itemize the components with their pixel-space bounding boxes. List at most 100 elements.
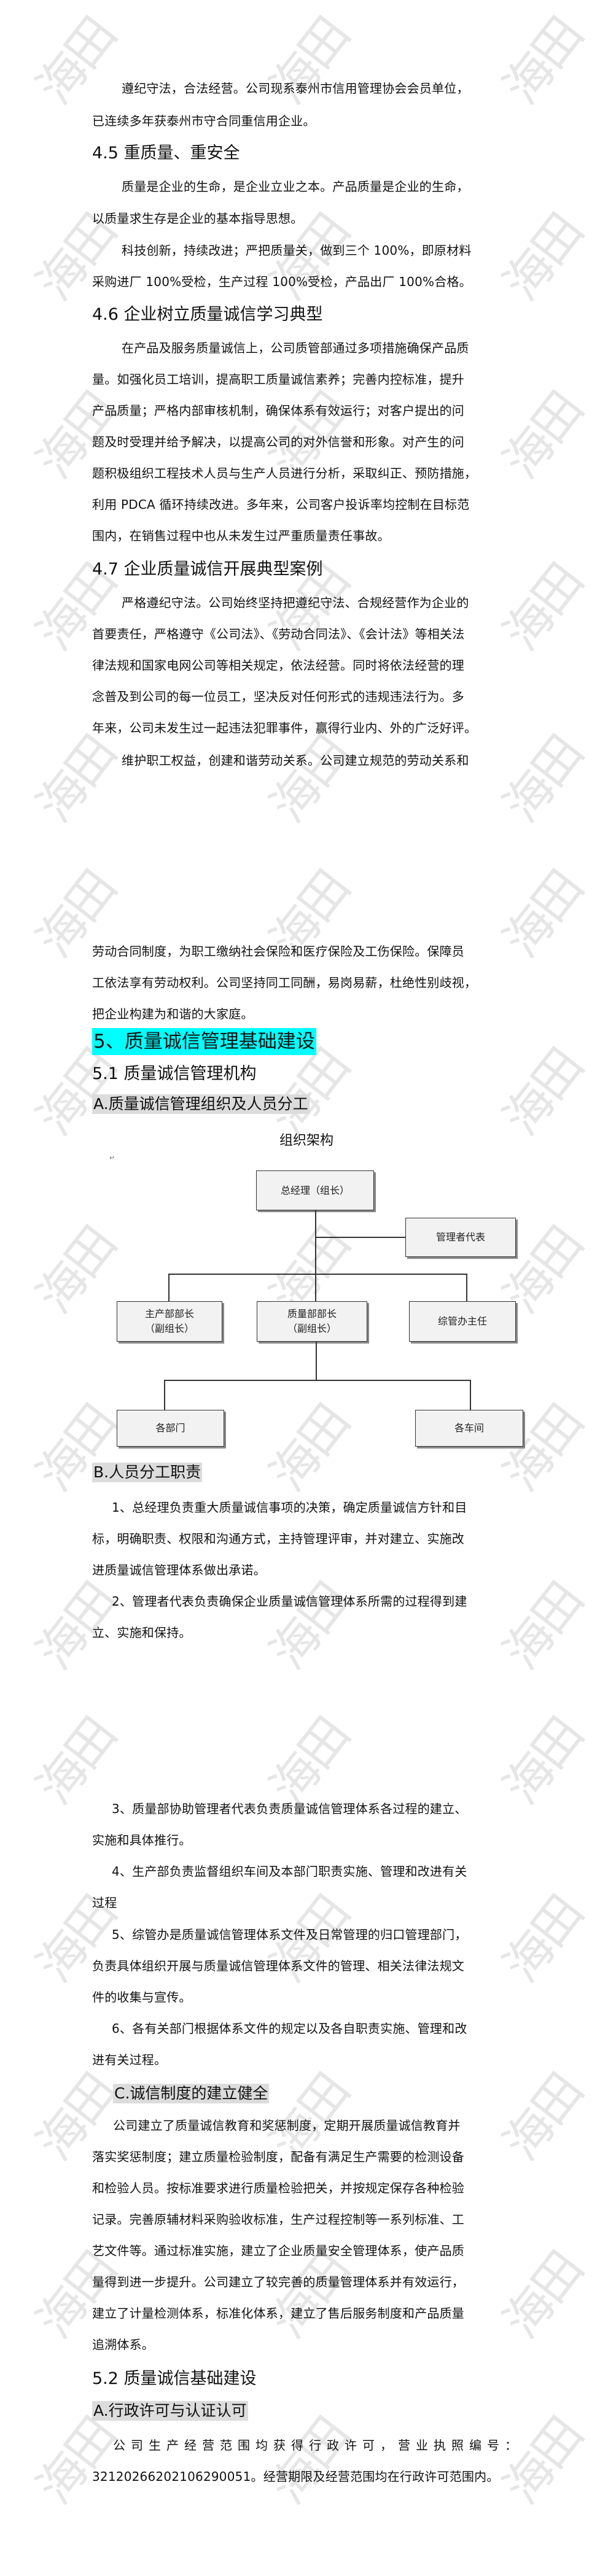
watermark-text: 海田 xyxy=(260,1396,360,1502)
duty-line: 1、总经理负责重大质量诚信事项的决策，确定质量诚信方针和目 xyxy=(112,1500,467,1515)
node-label: 总经理（组长） xyxy=(280,1184,349,1196)
duty-line: 3、质量部协助管理者代表负责质量诚信管理体系各过程的建立、 xyxy=(112,1801,467,1816)
org-node-general-manager: 总经理（组长） xyxy=(256,1170,374,1210)
duty-line: 标，明确职责、权限和沟通方式，主持管理评审，并对建立、实施改 xyxy=(92,1531,464,1546)
paragraph-mark-icon: ↵ xyxy=(109,1154,115,1162)
heading-5-1-b: B.人员分工职责 xyxy=(92,1463,203,1482)
org-node-admin-director: 综管办主任 xyxy=(409,1301,516,1342)
org-connector xyxy=(470,1380,471,1410)
paragraph-line: 题积极组织工程技术人员与生产人员进行分析，采取纠正、预防措施， xyxy=(92,466,477,481)
paragraph-line: 劳动合同制度，为职工缴纳社会保险和医疗保险及工伤保险。保障员 xyxy=(92,944,464,959)
watermark-text: 海田 xyxy=(260,2408,360,2515)
watermark-text: 海田 xyxy=(26,1396,127,1502)
heading-5-1-c: C.诚信制度的建立健全 xyxy=(113,2084,270,2103)
org-connector xyxy=(315,1210,316,1318)
paragraph-line: 念普及到公司的每一位员工，坚决反对任何形式的违规违法行为。多 xyxy=(92,689,464,704)
watermark-text: 海田 xyxy=(493,727,593,833)
watermark-text: 海田 xyxy=(26,1574,127,1680)
paragraph-line: 年来，公司未发生过一起违法犯罪事件，赢得行业内、外的广泛好评。 xyxy=(92,721,477,735)
duty-line: 过程 xyxy=(92,1895,117,1910)
heading-5-2: 5.2 质量诚信基础建设 xyxy=(92,2369,257,2388)
watermark-text: 海田 xyxy=(260,9,360,115)
node-label: 各车间 xyxy=(454,1422,484,1434)
org-connector xyxy=(164,1380,470,1381)
watermark-text: 海田 xyxy=(493,1574,593,1680)
node-label: 综管办主任 xyxy=(437,1315,487,1327)
paragraph-line: 工依法享有劳动权利。公司坚持同工同酬，易岗易薪，杜绝性别歧视， xyxy=(92,975,477,990)
org-connector xyxy=(168,1274,467,1275)
paragraph-line: 和检验人员。按标准要求进行质量检验把关，并按规定保存各种检验 xyxy=(92,2181,464,2195)
heading-4-7: 4.7 企业质量诚信开展典型案例 xyxy=(92,560,323,579)
org-node-departments: 各部门 xyxy=(117,1410,224,1447)
paragraph-line: 律法规和国家电网公司等相关规定，依法经营。同时将依法经营的理 xyxy=(92,658,464,673)
watermark-text: 海田 xyxy=(260,727,360,833)
org-connector xyxy=(164,1380,165,1410)
watermark-text: 海田 xyxy=(26,9,127,115)
paragraph-line: 题及时受理并给予解决，以提高公司的对外信誉和形象。对产生的问 xyxy=(92,435,464,449)
watermark-text: 海田 xyxy=(26,1218,127,1324)
paragraph-line: 维护职工权益，创建和谐劳动关系。公司建立规范的劳动关系和 xyxy=(122,753,469,768)
org-connector xyxy=(168,1274,170,1302)
watermark-text: 海田 xyxy=(26,727,127,833)
org-connector xyxy=(316,1342,317,1380)
duty-line: 件的收集与宣传。 xyxy=(92,1990,192,2005)
heading-5-1-a: A.质量诚信管理组织及人员分工 xyxy=(92,1094,310,1114)
heading-5-2-a: A.行政许可与认证认可 xyxy=(92,2401,248,2421)
watermark-text: 海田 xyxy=(493,9,593,115)
node-label: 管理者代表 xyxy=(435,1231,485,1243)
paragraph-line: 把企业构建为和谐的大家庭。 xyxy=(92,1007,254,1021)
paragraph-line: 在产品及服务质量诚信上，公司质管部通过多项措施确保产品质 xyxy=(122,341,469,355)
heading-5-1: 5.1 质量诚信管理机构 xyxy=(92,1064,257,1083)
duty-line: 4、生产部负责监督组织车间及本部门职责实施、管理和改进有关 xyxy=(112,1864,467,1879)
org-node-production-head: 主产部部长 （副组长） xyxy=(117,1301,222,1342)
paragraph-line: 艺文件等。通过标准实施，建立了企业质量安全管理体系，使产品质 xyxy=(92,2243,464,2258)
org-node-workshops: 各车间 xyxy=(415,1410,523,1447)
paragraph-line: 采购进厂 100%受检，生产过程 100%受检，产品出厂 100%合格。 xyxy=(92,274,472,289)
paragraph-line: 记录。完善原辅材料采购验收标准，生产过程控制等一系列标准、工 xyxy=(92,2212,464,2227)
paragraph-line: 公司生产经营范围均获得行政许可，营业执照编号： xyxy=(113,2438,523,2453)
org-node-management-rep: 管理者代表 xyxy=(405,1218,516,1257)
duty-line: 2、管理者代表负责确保企业质量诚信管理体系所需的过程得到建 xyxy=(112,1594,467,1609)
duty-line: 实施和具体推行。 xyxy=(92,1833,192,1847)
node-label: 主产部部长 xyxy=(144,1308,194,1320)
node-label: （副组长） xyxy=(287,1323,337,1334)
heading-4-5: 4.5 重质量、重安全 xyxy=(92,144,240,163)
paragraph-line: 利用 PDCA 循环持续改进。多年来，公司客户投诉率均控制在目标范 xyxy=(92,497,470,512)
duty-line: 6、各有关部门根据体系文件的规定以及各自职责实施、管理和改 xyxy=(112,2021,467,2036)
paragraph-line: 落实奖惩制度；建立质量检验制度，配备有满足生产需要的检测设备 xyxy=(92,2149,464,2164)
org-connector xyxy=(466,1274,467,1302)
node-label: 各部门 xyxy=(155,1422,185,1434)
paragraph-line: 量。如强化员工培训，提高职工质量诚信素养；完善内控标准，提升 xyxy=(92,372,464,387)
watermark-text: 海田 xyxy=(493,2408,593,2515)
duty-line: 进有关过程。 xyxy=(92,2052,167,2067)
paragraph-line: 建立了计量检测体系，标准化体系，建立了售后服务制度和产品质量 xyxy=(92,2306,464,2321)
paragraph-line: 产品质量；严格内部审核机制，确保体系有效运行；对客户提出的问 xyxy=(92,403,464,418)
watermark-text: 海田 xyxy=(260,1574,360,1680)
paragraph-line: 科技创新，持续改进；严把质量关，做到三个 100%，即原材料 xyxy=(122,243,472,258)
paragraph-line: 首要责任，严格遵守《公司法》、《劳动合同法》、《会计法》等相关法 xyxy=(92,627,465,641)
duty-line: 5、综管办是质量诚信管理体系文件及日常管理的归口管理部门， xyxy=(112,1927,467,1942)
heading-section-5: 5、质量诚信管理基础建设 xyxy=(92,1028,316,1055)
paragraph-line: 量得到进一步提升。公司建立了较完善的质量管理体系并有效运行， xyxy=(92,2275,464,2289)
org-connector xyxy=(315,1237,406,1238)
duty-line: 负责具体组织开展与质量诚信管理体系文件的管理、相关法律法规文 xyxy=(92,1959,464,1973)
paragraph-line: 严格遵纪守法。公司始终坚持把遵纪守法、合规经营作为企业的 xyxy=(122,595,469,610)
node-label: （副组长） xyxy=(144,1323,194,1334)
paragraph-line: 32120266202106290051。经营期限及经营范围均在行政许可范围内。 xyxy=(92,2469,499,2484)
duty-line: 进质量诚信管理体系做出承诺。 xyxy=(92,1563,266,1577)
node-label: 质量部部长 xyxy=(287,1308,337,1320)
paragraph-line: 以质量求生存是企业的基本指导思想。 xyxy=(92,211,303,226)
watermark-text: 海田 xyxy=(26,1709,127,1815)
org-chart-title: 组织架构 xyxy=(279,1133,334,1148)
paragraph-line: 遵纪守法，合法经营。公司现系泰州市信用管理协会会员单位， xyxy=(122,81,469,96)
paragraph-line: 追溯体系。 xyxy=(92,2337,154,2352)
paragraph-line: 已连续多年获泰州市守合同重信用企业。 xyxy=(92,114,316,128)
paragraph-line: 围内，在销售过程中也从未发生过严重质量责任事故。 xyxy=(92,528,390,543)
watermark-text: 海田 xyxy=(493,1040,593,1146)
paragraph-line: 公司建立了质量诚信教育和奖惩制度，定期开展质量诚信教育并 xyxy=(113,2118,461,2133)
paragraph-line: 质量是企业的生命，是企业立业之本。产品质量是企业的生命， xyxy=(122,179,469,194)
watermark-text: 海田 xyxy=(493,1709,593,1815)
heading-4-6: 4.6 企业树立质量诚信学习典型 xyxy=(92,305,323,324)
duty-line: 立、实施和保持。 xyxy=(92,1625,192,1640)
org-node-quality-head: 质量部部长 （副组长） xyxy=(257,1301,367,1342)
